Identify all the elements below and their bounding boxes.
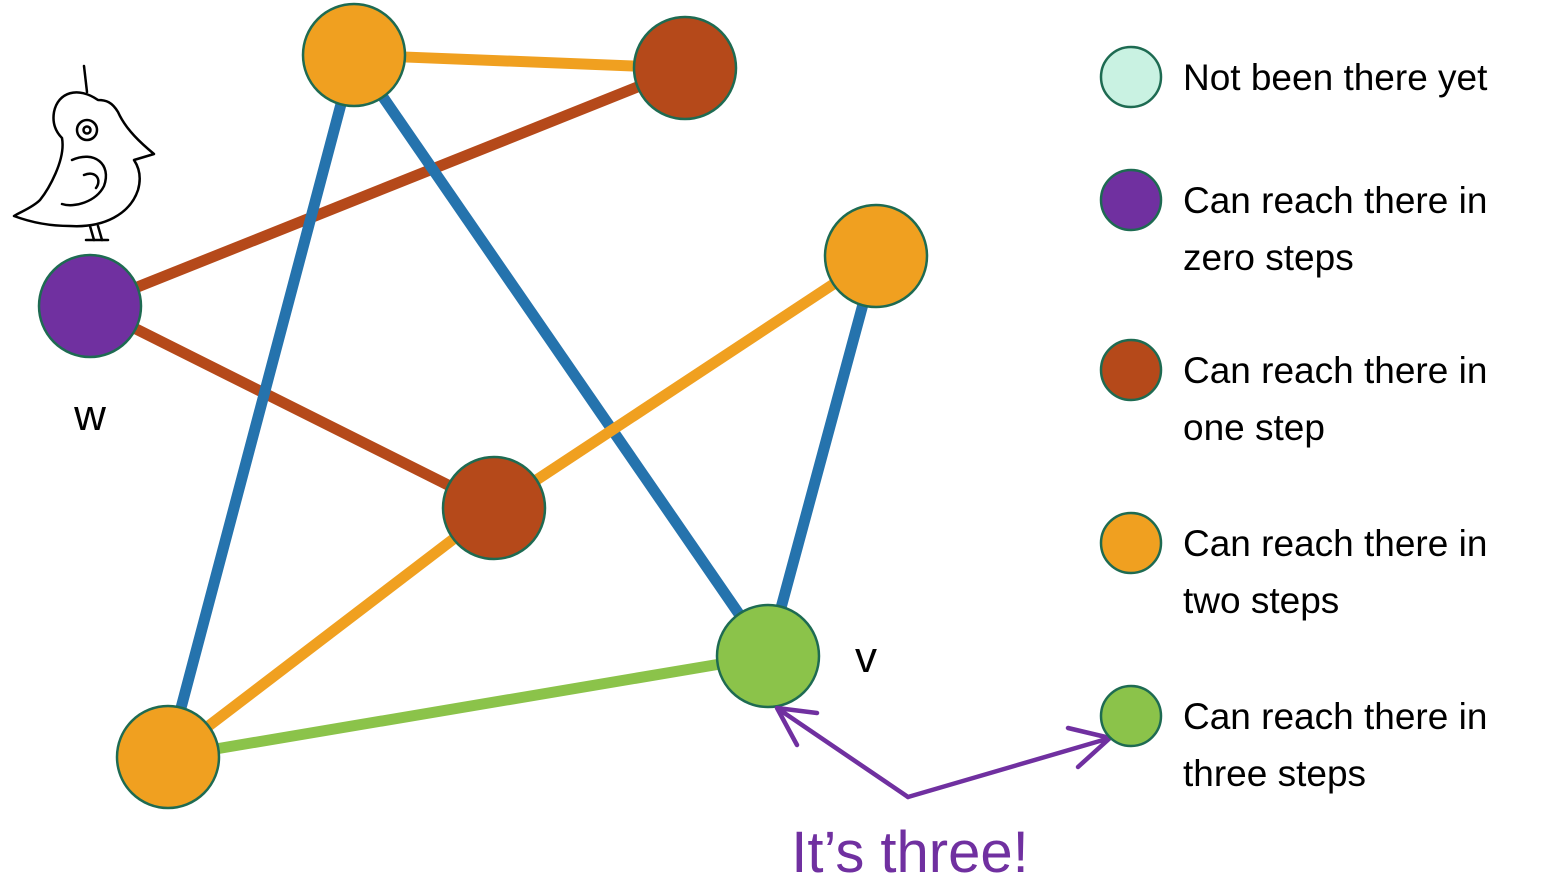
- legend-swatch-three-steps: [1099, 684, 1163, 748]
- legend-label-one-step: one step: [1183, 407, 1325, 448]
- legend-label-zero-steps: Can reach there in: [1183, 180, 1487, 221]
- edge-right-v: [773, 296, 871, 616]
- legend-label-three-steps: Can reach there in: [1183, 696, 1487, 737]
- callout-text: It’s three!: [791, 820, 1029, 882]
- edge-middle-bottom-left: [198, 529, 464, 736]
- graph-labels: wv: [73, 391, 877, 682]
- node-middle: [441, 455, 547, 561]
- bird-icon: [12, 64, 156, 242]
- legend-swatch-two-steps: [1099, 511, 1163, 575]
- edge-bottom-left-v: [209, 657, 727, 756]
- edge-top-top-right: [396, 51, 643, 72]
- edge-top-v: [373, 87, 749, 624]
- node-w: [37, 253, 143, 359]
- node-right: [823, 203, 929, 309]
- legend-label-two-steps: two steps: [1183, 580, 1339, 621]
- legend-label-one-step: Can reach there in: [1183, 350, 1487, 391]
- legend-label-unvisited: Not been there yet: [1183, 57, 1488, 98]
- node-bottom-left: [115, 704, 221, 810]
- node-top-right: [632, 15, 738, 121]
- legend-swatch-zero-steps: [1099, 168, 1163, 232]
- node-v: [715, 603, 821, 709]
- graph-nodes: [37, 2, 929, 810]
- edge-top-bottom-left: [173, 95, 349, 717]
- node-label-w: w: [73, 391, 106, 440]
- arrow-to-legend-green: [905, 725, 1113, 800]
- arrow-to-node-v: [774, 705, 911, 800]
- legend-swatch-one-step: [1099, 338, 1163, 402]
- node-label-v: v: [855, 633, 877, 682]
- edge-middle-right: [526, 275, 844, 489]
- callout-arrows: [774, 705, 1113, 800]
- legend-swatch-unvisited: [1099, 45, 1163, 109]
- edge-w-top-right: [127, 78, 648, 296]
- graph-edges: [126, 51, 871, 756]
- legend-label-two-steps: Can reach there in: [1183, 523, 1487, 564]
- legend-label-zero-steps: zero steps: [1183, 237, 1354, 278]
- edge-w-middle: [126, 320, 458, 494]
- legend-label-three-steps: three steps: [1183, 753, 1366, 794]
- node-top: [301, 2, 407, 108]
